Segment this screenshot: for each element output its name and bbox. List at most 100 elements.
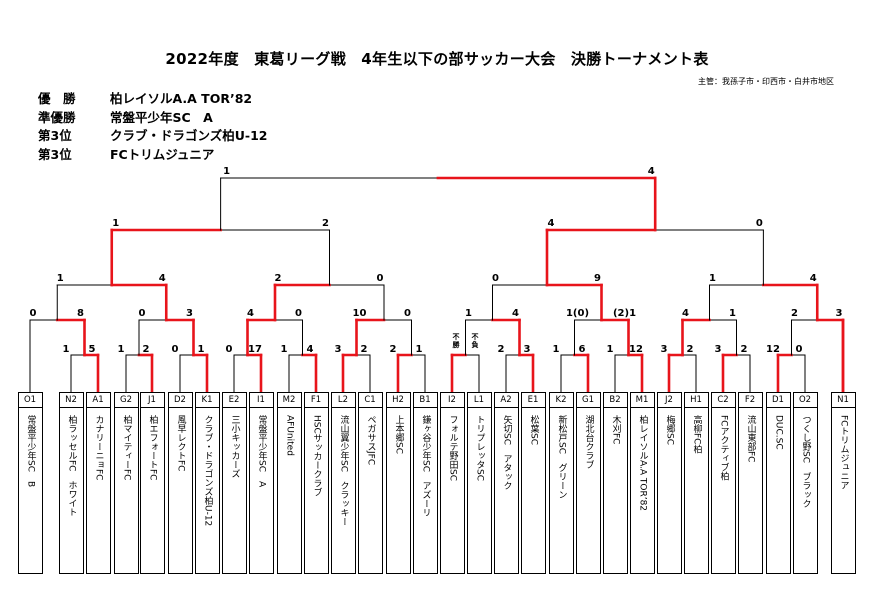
score-label: 1 (112, 218, 119, 229)
team-code: K2 (549, 393, 573, 408)
team-name: 湖北台クラブ (583, 415, 594, 469)
team-name: 柏レイソルA.A TOR’82 (637, 415, 648, 512)
score-label: 3 (524, 344, 531, 355)
team-name: 鎌ヶ谷少年SC アズーリ (420, 415, 431, 517)
score-label: 1 (607, 344, 614, 355)
team-name: DUC.SC (773, 415, 784, 450)
score-label: 0 (796, 344, 803, 355)
team-box: A2 矢切SC アタック (493, 392, 519, 574)
score-label: 6 (579, 344, 586, 355)
result-label: 第3位 (38, 128, 72, 143)
result-champion: 優 勝 柏レイソルA.A TOR’82 (38, 90, 267, 109)
score-label: 0 (139, 308, 146, 319)
team-name: 常盤平少年SC B (25, 415, 36, 488)
score-label: 3 (715, 344, 722, 355)
team-code: G2 (114, 393, 138, 408)
score-label: 0 (172, 344, 179, 355)
result-runner-up: 準優勝 常盤平少年SC A (38, 109, 267, 128)
score-label: 不 (472, 333, 479, 341)
team-code: E2 (222, 393, 246, 408)
score-label: 2 (390, 344, 397, 355)
score-label: 5 (89, 344, 96, 355)
score-label: 2 (498, 344, 505, 355)
team-box: E2 三小キッカーズ (221, 392, 247, 574)
team-name: つくし野SC ブラック (800, 415, 811, 508)
score-label: 4 (648, 166, 655, 177)
team-code: F1 (304, 393, 328, 408)
team-code: A2 (494, 393, 518, 408)
score-label: 0 (226, 344, 233, 355)
score-label: 1 (223, 166, 230, 177)
score-label: (2)1 (613, 308, 636, 319)
team-code: F2 (738, 393, 762, 408)
score-label: 0 (404, 308, 411, 319)
score-label: 12 (766, 344, 780, 355)
team-name: FCトリムジュニア (838, 415, 849, 490)
team-code: K1 (195, 393, 219, 408)
team-box: K1 クラブ・ドラゴンズ柏U-12 (194, 392, 220, 574)
team-code: B2 (603, 393, 627, 408)
result-label: 第3位 (38, 146, 72, 162)
score-label: 2 (791, 308, 798, 319)
score-label: 3 (661, 344, 668, 355)
team-code: L1 (467, 393, 491, 408)
team-code: N2 (59, 393, 83, 408)
score-label: 3 (186, 308, 193, 319)
team-code: D2 (168, 393, 192, 408)
score-label: 10 (353, 308, 367, 319)
result-team: 常盤平少年SC A (110, 109, 213, 125)
team-name: 上本郷SC (393, 415, 404, 454)
team-name: AFUnited (284, 415, 295, 456)
score-label: 1 (63, 344, 70, 355)
result-third-2: 第3位 FCトリムジュニア (38, 146, 267, 165)
score-label: 2 (687, 344, 694, 355)
score-label: 4 (307, 344, 314, 355)
organizer-note: 主管：我孫子市・印西市・白井市地区 (698, 77, 834, 86)
team-box: G2 柏マイティーFC (113, 392, 139, 574)
team-name: 高柳FC柏 (691, 415, 702, 454)
score-label: 3 (335, 344, 342, 355)
score-label: 0 (295, 308, 302, 319)
team-code: N1 (831, 393, 855, 408)
result-label: 準優勝 (38, 109, 76, 125)
team-code: I1 (249, 393, 273, 408)
team-name: 柏マイティーFC (121, 415, 132, 481)
result-team: 柏レイソルA.A TOR’82 (110, 91, 253, 106)
team-box: B1 鎌ヶ谷少年SC アズーリ (412, 392, 438, 574)
score-label: 勝 (453, 340, 461, 349)
team-code: A1 (86, 393, 110, 408)
page-title: 2022年度 東葛リーグ戦 4年生以下の部サッカー大会 決勝トーナメント表 (165, 50, 709, 68)
score-label: 1 (465, 308, 472, 319)
team-code: H2 (386, 393, 410, 408)
score-label: 2 (741, 344, 748, 355)
team-name: 柏エフォートFC (147, 415, 158, 481)
team-name: クラブ・ドラゴンズ柏U-12 (202, 415, 213, 527)
score-label: 1 (118, 344, 125, 355)
team-name: ペガサスJFC (365, 415, 376, 466)
score-label: 0 (756, 218, 763, 229)
team-name: 三小キッカーズ (229, 415, 240, 478)
score-label: 17 (248, 344, 262, 355)
team-code: O2 (793, 393, 817, 408)
score-label: 0 (377, 273, 384, 284)
team-code: B1 (413, 393, 437, 408)
team-name: 流山翼少年SC クラッキー (338, 415, 349, 526)
team-box: O2 つくし野SC ブラック (792, 392, 818, 574)
score-label: 1 (198, 344, 205, 355)
team-name: 梅郷SC (664, 415, 675, 445)
team-code: D1 (766, 393, 790, 408)
team-name: 矢切SC アタック (501, 415, 512, 490)
